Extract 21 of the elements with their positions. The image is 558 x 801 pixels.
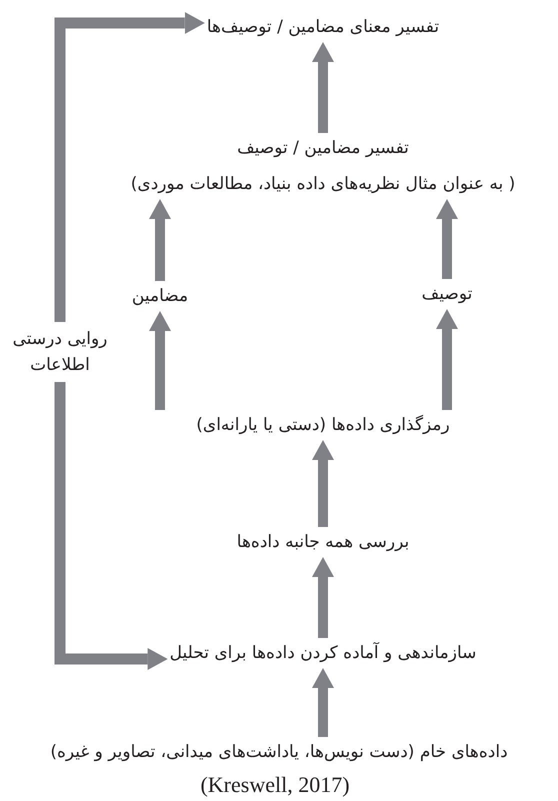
- arrow: [149, 199, 171, 281]
- text-label: تفسیر معنای مضامین / توصیف‌ها: [206, 14, 440, 40]
- arrow: [312, 42, 334, 133]
- text-label: داده‌های خام (دست نویس‌ها، یاداشت‌های میدانی، تصاویر و غیره): [50, 739, 508, 765]
- arrow: [312, 557, 334, 638]
- arrow: [312, 440, 334, 527]
- text-label: بررسی همه جانبه داده‌ها: [236, 529, 410, 555]
- note-text: ( به عنوان مثال نظریه‌های داده بنیاد، مطالعات موردی): [130, 173, 516, 196]
- text-label: رمزگذاری داده‌ها (دستی یا یارانه‌ای): [196, 412, 450, 438]
- caption: (Kreswell, 2017): [200, 772, 350, 798]
- text-label: روایی درستی اطلاعات: [5, 326, 115, 378]
- bracket-arrow: [54, 12, 205, 322]
- text-label: سازماندهی و آماده کردن داده‌ها برای تحلیل: [170, 640, 476, 666]
- text-label: مضامین: [132, 283, 188, 309]
- arrow: [312, 668, 334, 737]
- heading-text: تفسیر مضامین / توصیف: [236, 137, 410, 160]
- text-label: توصیف: [422, 281, 472, 307]
- arrow: [149, 311, 171, 410]
- arrow: [436, 309, 458, 410]
- arrow: [436, 199, 458, 279]
- bracket-arrow: [54, 382, 168, 670]
